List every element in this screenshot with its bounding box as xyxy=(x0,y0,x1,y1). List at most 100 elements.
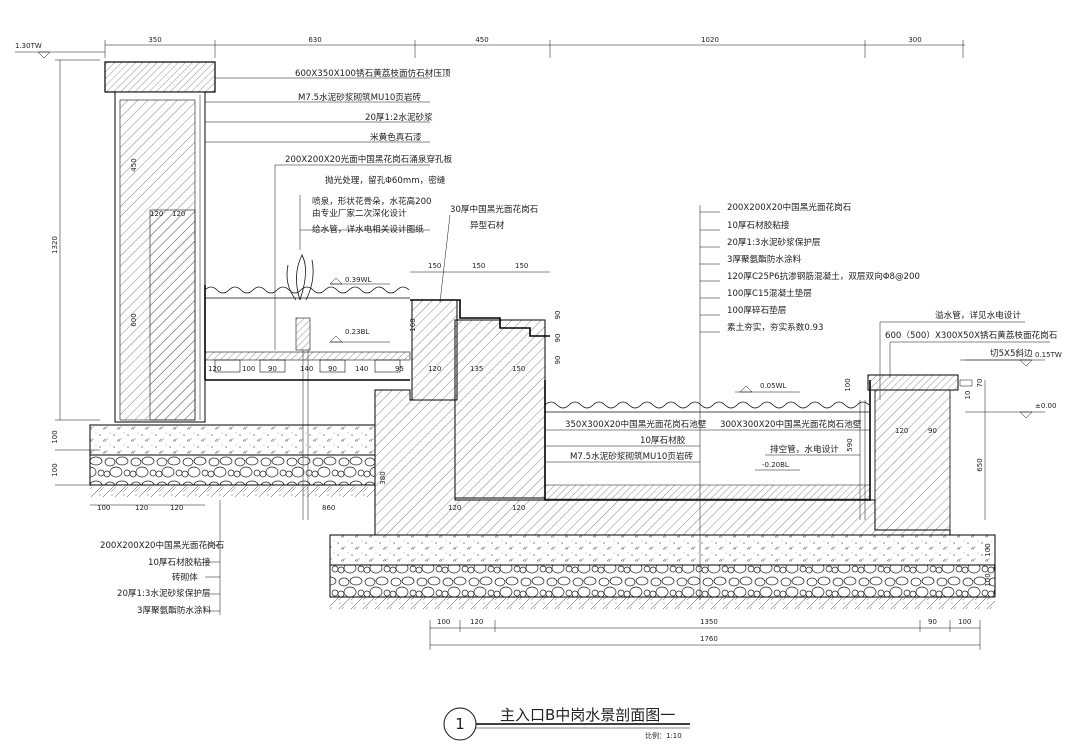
svg-text:由专业厂家二次深化设计: 由专业厂家二次深化设计 xyxy=(312,207,407,219)
svg-text:100: 100 xyxy=(437,618,450,626)
top-dim-5: 300 xyxy=(908,36,921,44)
callouts-bottom-left: 200X200X20中国黑光面花岗石 10厚石材胶粘接 砖砌体 20厚1:3水泥… xyxy=(100,500,225,616)
svg-text:10厚石材胶粘接: 10厚石材胶粘接 xyxy=(727,219,790,231)
top-dimension-line: 350 630 450 1020 300 xyxy=(104,36,965,58)
level-pool-bottom: -0.20BL xyxy=(762,461,789,469)
bottom-total-dim: 1760 xyxy=(700,635,718,643)
svg-text:100厚C15混凝土垫层: 100厚C15混凝土垫层 xyxy=(727,287,812,299)
svg-text:90: 90 xyxy=(554,334,562,343)
svg-text:素土夯实，夯实系数0.93: 素土夯实，夯实系数0.93 xyxy=(727,321,823,333)
svg-text:70: 70 xyxy=(976,379,984,388)
svg-text:120: 120 xyxy=(150,210,163,218)
svg-text:溢水管，详见水电设计: 溢水管，详见水电设计 xyxy=(935,309,1021,321)
svg-text:100厚碎石垫层: 100厚碎石垫层 xyxy=(727,304,787,316)
svg-text:100: 100 xyxy=(844,378,852,391)
svg-text:120: 120 xyxy=(470,618,483,626)
svg-text:600X350X100锈石黄荔枝面仿石材压顶: 600X350X100锈石黄荔枝面仿石材压顶 xyxy=(295,67,451,79)
top-dim-3: 450 xyxy=(475,36,488,44)
svg-text:1350: 1350 xyxy=(700,618,718,626)
svg-text:140: 140 xyxy=(300,365,313,373)
svg-text:90: 90 xyxy=(268,365,277,373)
left-dim-1320: 1320 xyxy=(51,236,59,254)
level-pool-water: 0.05WL xyxy=(760,382,787,390)
svg-text:860: 860 xyxy=(322,504,335,512)
svg-text:100: 100 xyxy=(984,573,992,586)
main-pool: 0.05WL -0.20BL xyxy=(544,380,871,520)
upper-basin: 0.39WL 0.23BL 120 100 90 140 90 140 95 1… xyxy=(204,254,441,520)
svg-text:200X200X20中国黑光面花岗石: 200X200X20中国黑光面花岗石 xyxy=(100,539,225,551)
svg-text:90: 90 xyxy=(554,311,562,320)
callouts-right: 200X200X20中国黑光面花岗石 10厚石材胶粘接 20厚1:3水泥砂浆保护… xyxy=(699,201,920,600)
svg-text:200X200X20中国黑光面花岗石: 200X200X20中国黑光面花岗石 xyxy=(727,201,852,213)
title-text: 主入口B中岗水景剖面图一 xyxy=(500,706,675,724)
svg-text:排空管，水电设计: 排空管，水电设计 xyxy=(770,443,839,455)
svg-text:90: 90 xyxy=(928,618,937,626)
svg-text:600（500）X300X50X锈石黄荔枝面花岗石: 600（500）X300X50X锈石黄荔枝面花岗石 xyxy=(885,329,1058,341)
svg-text:10厚石材胶: 10厚石材胶 xyxy=(640,434,686,446)
svg-text:120: 120 xyxy=(170,504,183,512)
svg-text:150: 150 xyxy=(472,262,485,270)
svg-text:200X200X20光面中国黑花岗石涌泉穿孔板: 200X200X20光面中国黑花岗石涌泉穿孔板 xyxy=(285,153,453,165)
pool-concrete-body: 100 100 xyxy=(329,389,996,609)
svg-text:350X300X20中国黑光面花岗石池壁: 350X300X20中国黑光面花岗石池壁 xyxy=(565,418,707,430)
svg-text:135: 135 xyxy=(470,365,483,373)
top-dim-2: 630 xyxy=(308,36,321,44)
svg-text:喷泉，形状花骨朵，水花高200: 喷泉，形状花骨朵，水花高200 xyxy=(312,195,432,207)
bottom-dimension-lines: 100 120 1350 90 100 1760 xyxy=(429,618,981,650)
svg-text:120: 120 xyxy=(135,504,148,512)
svg-text:120: 120 xyxy=(895,427,908,435)
svg-text:590: 590 xyxy=(846,438,854,451)
elev-right-top: 0.15TW xyxy=(1035,351,1062,359)
svg-text:异型石材: 异型石材 xyxy=(470,219,505,231)
svg-text:100: 100 xyxy=(97,504,110,512)
svg-text:450: 450 xyxy=(130,158,138,171)
svg-text:3厚聚氨酯防水涂料: 3厚聚氨酯防水涂料 xyxy=(137,604,212,616)
svg-text:3厚聚氨酯防水涂料: 3厚聚氨酯防水涂料 xyxy=(727,253,802,265)
svg-text:120厚C25P6抗渗钢筋混凝土，双层双向Φ8@200: 120厚C25P6抗渗钢筋混凝土，双层双向Φ8@200 xyxy=(727,270,920,282)
svg-text:20厚1:3水泥砂浆保护层: 20厚1:3水泥砂浆保护层 xyxy=(117,587,211,599)
svg-text:90: 90 xyxy=(928,427,937,435)
svg-text:90: 90 xyxy=(554,356,562,365)
svg-text:20厚1:3水泥砂浆保护层: 20厚1:3水泥砂浆保护层 xyxy=(727,236,821,248)
left-dim-100a: 100 xyxy=(51,430,59,443)
callouts-mid: 30厚中国黑光面花岗石 异型石材 xyxy=(439,203,539,303)
svg-text:30厚中国黑光面花岗石: 30厚中国黑光面花岗石 xyxy=(450,203,539,215)
svg-text:150: 150 xyxy=(512,365,525,373)
svg-text:120: 120 xyxy=(172,210,185,218)
svg-text:160: 160 xyxy=(409,318,417,331)
svg-text:砖砌体: 砖砌体 xyxy=(172,571,198,583)
svg-text:100: 100 xyxy=(984,543,992,556)
svg-text:100: 100 xyxy=(958,618,971,626)
callouts-far-right: 溢水管，详见水电设计 600（500）X300X50X锈石黄荔枝面花岗石 切5X… xyxy=(879,309,1058,400)
level-upper-bottom: 0.23BL xyxy=(345,328,369,336)
svg-text:300X300X20中国黑光面花岗石池壁: 300X300X20中国黑光面花岗石池壁 xyxy=(720,418,862,430)
svg-text:10: 10 xyxy=(964,391,972,400)
level-upper-water: 0.39WL xyxy=(345,276,372,284)
svg-text:10厚石材胶粘接: 10厚石材胶粘接 xyxy=(148,556,211,568)
title-block: 1 主入口B中岗水景剖面图一 比例：1:10 xyxy=(443,706,690,741)
svg-text:95: 95 xyxy=(395,365,404,373)
svg-text:90: 90 xyxy=(328,365,337,373)
svg-text:150: 150 xyxy=(515,262,528,270)
svg-text:米黄色真石漆: 米黄色真石漆 xyxy=(370,131,422,143)
svg-text:M7.5水泥砂浆砌筑MU10页岩砖: M7.5水泥砂浆砌筑MU10页岩砖 xyxy=(298,91,421,103)
elev-right-zero: ±0.00 xyxy=(1035,402,1056,410)
title-scale: 比例：1:10 xyxy=(645,731,682,740)
title-number: 1 xyxy=(455,715,465,733)
elevation-left: 1.30TW 1320 100 100 xyxy=(15,42,105,486)
svg-text:650: 650 xyxy=(976,458,984,471)
top-dim-1: 350 xyxy=(148,36,161,44)
top-dim-4: 1020 xyxy=(701,36,719,44)
svg-text:1.30TW: 1.30TW xyxy=(15,42,42,50)
svg-text:100: 100 xyxy=(242,365,255,373)
svg-text:给水管，详水电相关设计图纸: 给水管，详水电相关设计图纸 xyxy=(312,223,424,235)
fountain-spray-icon xyxy=(286,254,314,301)
center-wall: 150 150 150 90 90 90 160 135 150 xyxy=(409,262,562,499)
svg-text:M7.5水泥砂浆砌筑MU10页岩砖: M7.5水泥砂浆砌筑MU10页岩砖 xyxy=(570,450,693,462)
left-foundation: 100 120 120 120 120 860 380 xyxy=(89,424,525,512)
callouts-top-left: 600X350X100锈石黄荔枝面仿石材压顶 M7.5水泥砂浆砌筑MU10页岩砖… xyxy=(205,67,453,350)
left-wall: 450 600 120 120 xyxy=(104,61,216,423)
svg-text:20厚1:2水泥砂浆: 20厚1:2水泥砂浆 xyxy=(365,111,433,123)
callouts-pool: 350X300X20中国黑光面花岗石池壁 10厚石材胶 M7.5水泥砂浆砌筑MU… xyxy=(545,418,870,463)
